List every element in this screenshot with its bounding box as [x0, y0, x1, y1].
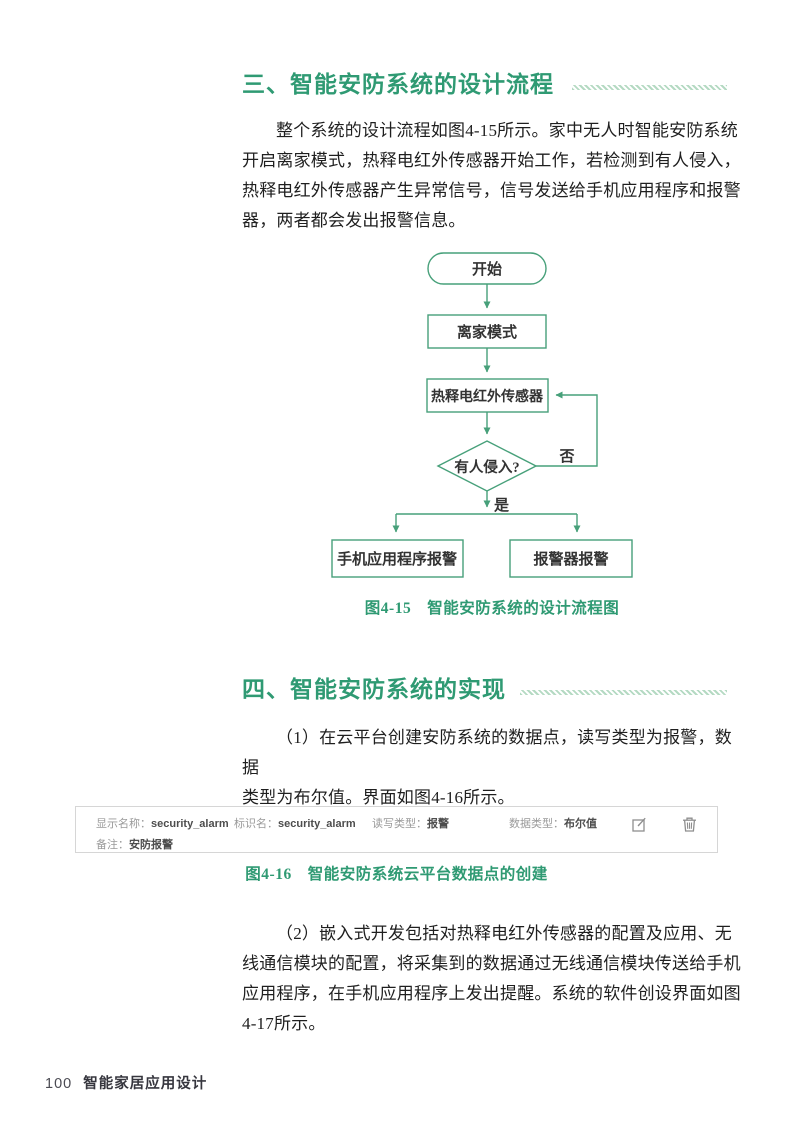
remark-label: 备注： — [96, 839, 129, 851]
remark-value: 安防报警 — [129, 839, 173, 851]
rw-type-field: 读写类型：报警 — [372, 815, 449, 831]
page-footer: 100 智能家居应用设计 — [45, 1072, 207, 1093]
flow-label-yes: 是 — [493, 497, 510, 514]
identifier-field: 标识名：security_alarm — [234, 815, 356, 831]
design-flow-paragraph: 整个系统的设计流程如图4-15所示。家中无人时智能安防系统开启离家模式，热释电红… — [242, 121, 741, 230]
datapoint-panel: 显示名称：security_alarm 标识名：security_alarm 读… — [75, 806, 718, 853]
flow-node-siren-alarm-label: 报警器报警 — [533, 550, 608, 568]
delete-icon[interactable] — [681, 816, 698, 833]
figure-4-15-caption: 图4-15 智能安防系统的设计流程图 — [364, 600, 620, 617]
implementation-paragraph-1: （1）在云平台创建安防系统的数据点，读写类型为报警，数据类型为布尔值。界面如图4… — [242, 728, 732, 807]
data-type-field: 数据类型：布尔值 — [509, 815, 597, 831]
flow-label-no: 否 — [558, 448, 574, 465]
identifier-label: 标识名： — [234, 818, 278, 830]
flow-node-away-mode-label: 离家模式 — [457, 323, 517, 341]
book-title: 智能家居应用设计 — [83, 1076, 208, 1092]
flow-node-start-label: 开始 — [472, 260, 502, 278]
page-number: 100 — [45, 1076, 73, 1092]
flow-node-app-alarm-label: 手机应用程序报警 — [337, 550, 457, 568]
edit-icon[interactable] — [631, 816, 648, 833]
figure-4-16-caption: 图4-16 智能安防系统云平台数据点的创建 — [245, 866, 548, 883]
data-type-label: 数据类型： — [509, 818, 564, 830]
rw-type-value: 报警 — [427, 818, 449, 830]
data-type-value: 布尔值 — [564, 818, 597, 830]
implementation-paragraph-2: （2）嵌入式开发包括对热释电红外传感器的配置及应用、无线通信模块的配置，将采集到… — [242, 924, 741, 1033]
rw-type-label: 读写类型： — [372, 818, 427, 830]
security-design-flowchart: 开始 离家模式 热释电红外传感器 有人侵入? 否 是 手机应用程序报警 报警器报… — [331, 252, 633, 578]
flow-node-decision-label: 有人侵入? — [454, 458, 519, 476]
heading-decorative-line-2 — [520, 690, 727, 695]
heading-decorative-line — [572, 85, 727, 90]
flow-node-app-alarm — [331, 539, 464, 578]
flow-loop-no — [536, 391, 598, 467]
remark-field: 备注：安防报警 — [96, 836, 173, 852]
section-4-heading: 四、智能安防系统的实现 — [242, 676, 506, 702]
identifier-value: security_alarm — [278, 818, 356, 830]
flow-node-pir-sensor-label: 热释电红外传感器 — [431, 388, 544, 405]
flow-node-siren-alarm — [509, 539, 633, 578]
section-3-heading: 三、智能安防系统的设计流程 — [242, 71, 554, 97]
display-name-field: 显示名称：security_alarm — [96, 815, 229, 831]
display-name-value: security_alarm — [151, 818, 229, 830]
display-name-label: 显示名称： — [96, 818, 151, 830]
